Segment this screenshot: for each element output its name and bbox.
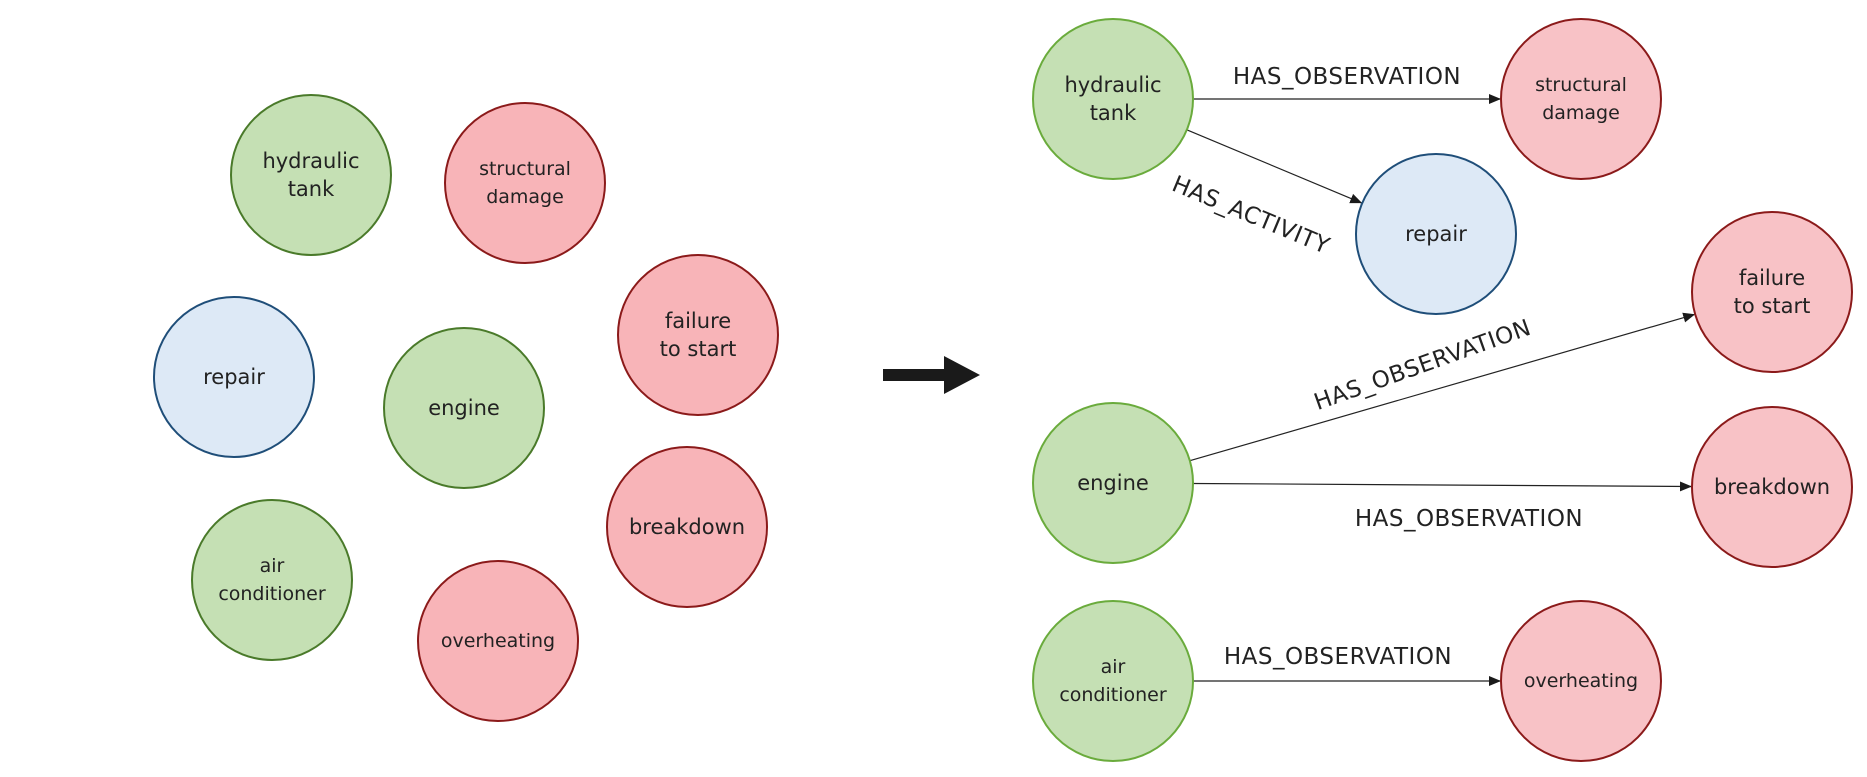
connected-graph-panel: HAS_OBSERVATION HAS_ACTIVITY HAS_OBSERVATI… (1032, 18, 1853, 762)
failure-to-start-label: to start (660, 337, 737, 361)
hydraulic-tank-label: tank (1090, 101, 1137, 125)
overheating-label: overheating (1524, 670, 1638, 692)
overheating-label: overheating (441, 630, 555, 652)
left-node-hydraulic-tank: hydraulic tank (230, 94, 392, 256)
edge-label: HAS_OBSERVATION (1224, 644, 1452, 670)
nodes-layer: hydraulic tank structural damage repair failu… (1032, 18, 1853, 762)
air-conditioner-label: air (260, 555, 285, 577)
failure-to-start-label: failure (1739, 266, 1805, 290)
repair-label: repair (203, 365, 265, 389)
edge-label: HAS_OBSERVATION (1233, 64, 1461, 90)
failure-to-start-label: failure (665, 309, 731, 333)
structural-damage-label: structural (479, 158, 571, 180)
edge-hydraulic-tank-to-structural-damage: HAS_OBSERVATION (1193, 64, 1501, 104)
left-node-air-conditioner: air conditioner (191, 499, 353, 661)
right-node-breakdown: breakdown (1691, 406, 1853, 568)
structural-damage-circle (1500, 18, 1662, 180)
right-node-hydraulic-tank: hydraulic tank (1032, 18, 1194, 180)
right-node-overheating: overheating (1500, 600, 1662, 762)
structural-damage-label: damage (1542, 102, 1620, 124)
hydraulic-tank-label: tank (288, 177, 335, 201)
failure-to-start-circle (1691, 211, 1853, 373)
structural-damage-label: structural (1535, 74, 1627, 96)
edge-hydraulic-tank-to-repair: HAS_ACTIVITY (1168, 129, 1363, 260)
unconnected-nodes-panel: hydraulic tank structural damage failure to s… (153, 94, 779, 722)
edge-line (1186, 129, 1363, 204)
edge-line (1192, 481, 1693, 492)
breakdown-circle (606, 446, 768, 608)
engine-circle (383, 327, 545, 489)
repair-circle (153, 296, 315, 458)
failure-to-start-circle (617, 254, 779, 416)
failure-to-start-label: to start (1734, 294, 1811, 318)
left-node-overheating: overheating (417, 560, 579, 722)
hydraulic-tank-label: hydraulic (1064, 73, 1161, 97)
right-node-engine: engine (1032, 402, 1194, 564)
right-node-failure-to-start: failure to start (1691, 211, 1853, 373)
structural-damage-circle (444, 102, 606, 264)
engine-label: engine (428, 396, 500, 420)
overheating-circle (1500, 600, 1662, 762)
air-conditioner-label: air (1101, 656, 1126, 678)
hydraulic-tank-circle (1032, 18, 1194, 180)
engine-label: engine (1077, 471, 1149, 495)
edge-label: HAS_OBSERVATION (1311, 315, 1535, 416)
repair-label: repair (1405, 222, 1467, 246)
edge-engine-to-breakdown: HAS_OBSERVATION (1192, 481, 1693, 532)
breakdown-label: breakdown (1714, 475, 1830, 499)
air-conditioner-circle (1032, 600, 1194, 762)
edge-label: HAS_ACTIVITY (1168, 171, 1333, 260)
left-node-failure-to-start: failure to start (617, 254, 779, 416)
right-node-structural-damage: structural damage (1500, 18, 1662, 180)
left-node-structural-damage: structural damage (444, 102, 606, 264)
edge-air-conditioner-to-overheating: HAS_OBSERVATION (1193, 644, 1501, 686)
right-node-repair: repair (1355, 153, 1517, 315)
overheating-circle (417, 560, 579, 722)
left-node-repair: repair (153, 296, 315, 458)
air-conditioner-label: conditioner (218, 583, 326, 605)
edge-engine-to-failure-to-start: HAS_OBSERVATION (1189, 312, 1696, 462)
transform-arrow-icon (883, 356, 980, 394)
repair-circle (1355, 153, 1517, 315)
right-node-air-conditioner: air conditioner (1032, 600, 1194, 762)
left-node-engine: engine (383, 327, 545, 489)
hydraulic-tank-circle (230, 94, 392, 256)
breakdown-circle (1691, 406, 1853, 568)
hydraulic-tank-label: hydraulic (262, 149, 359, 173)
breakdown-label: breakdown (629, 515, 745, 539)
edge-line (1189, 312, 1696, 462)
air-conditioner-label: conditioner (1059, 684, 1167, 706)
left-node-breakdown: breakdown (606, 446, 768, 608)
engine-circle (1032, 402, 1194, 564)
edge-label: HAS_OBSERVATION (1355, 506, 1583, 532)
air-conditioner-circle (191, 499, 353, 661)
structural-damage-label: damage (486, 186, 564, 208)
